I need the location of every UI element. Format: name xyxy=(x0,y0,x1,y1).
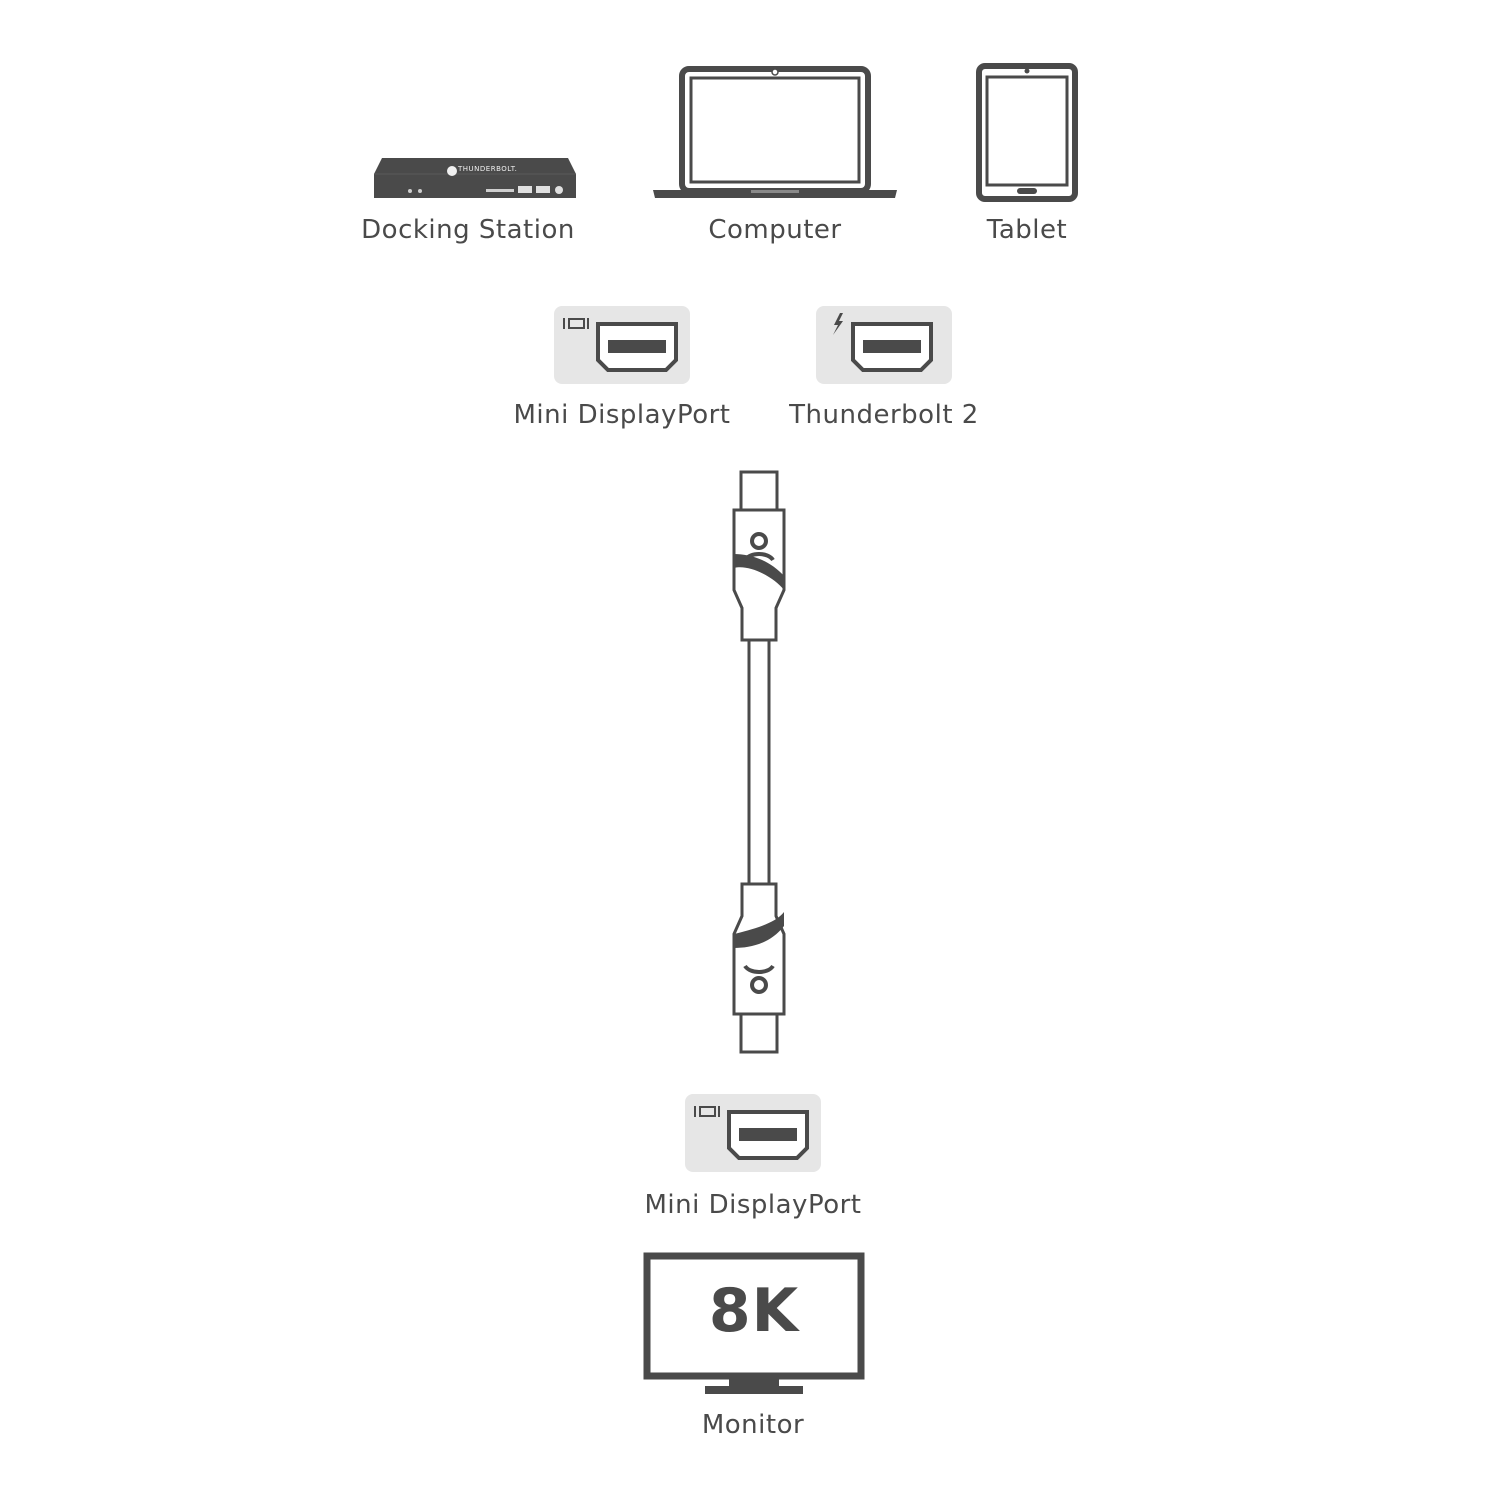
monitor-screen-text: 8K xyxy=(708,1276,800,1346)
mini-displayport-icon xyxy=(694,1106,809,1160)
docking-station-logo: THUNDERBOLT. xyxy=(458,165,518,173)
output-mini-displayport-tile xyxy=(685,1094,821,1172)
tablet-icon xyxy=(976,63,1078,202)
output-mini-displayport-label: Mini DisplayPort xyxy=(644,1190,862,1220)
mini-displayport-tile xyxy=(554,306,690,384)
cable-icon xyxy=(732,470,786,1054)
monitor-icon xyxy=(643,1252,865,1394)
docking-station-icon xyxy=(374,158,576,198)
docking-station-label: Docking Station xyxy=(361,215,575,245)
thunderbolt-icon xyxy=(833,313,933,372)
tablet-label: Tablet xyxy=(986,215,1068,245)
source-thunderbolt-label: Thunderbolt 2 xyxy=(789,400,979,430)
source-mini-displayport-label: Mini DisplayPort xyxy=(513,400,731,430)
laptop-icon xyxy=(653,66,897,198)
monitor-label: Monitor xyxy=(701,1410,805,1440)
computer-label: Computer xyxy=(708,215,842,245)
thunderbolt-tile xyxy=(816,306,952,384)
mini-displayport-icon xyxy=(563,318,678,372)
